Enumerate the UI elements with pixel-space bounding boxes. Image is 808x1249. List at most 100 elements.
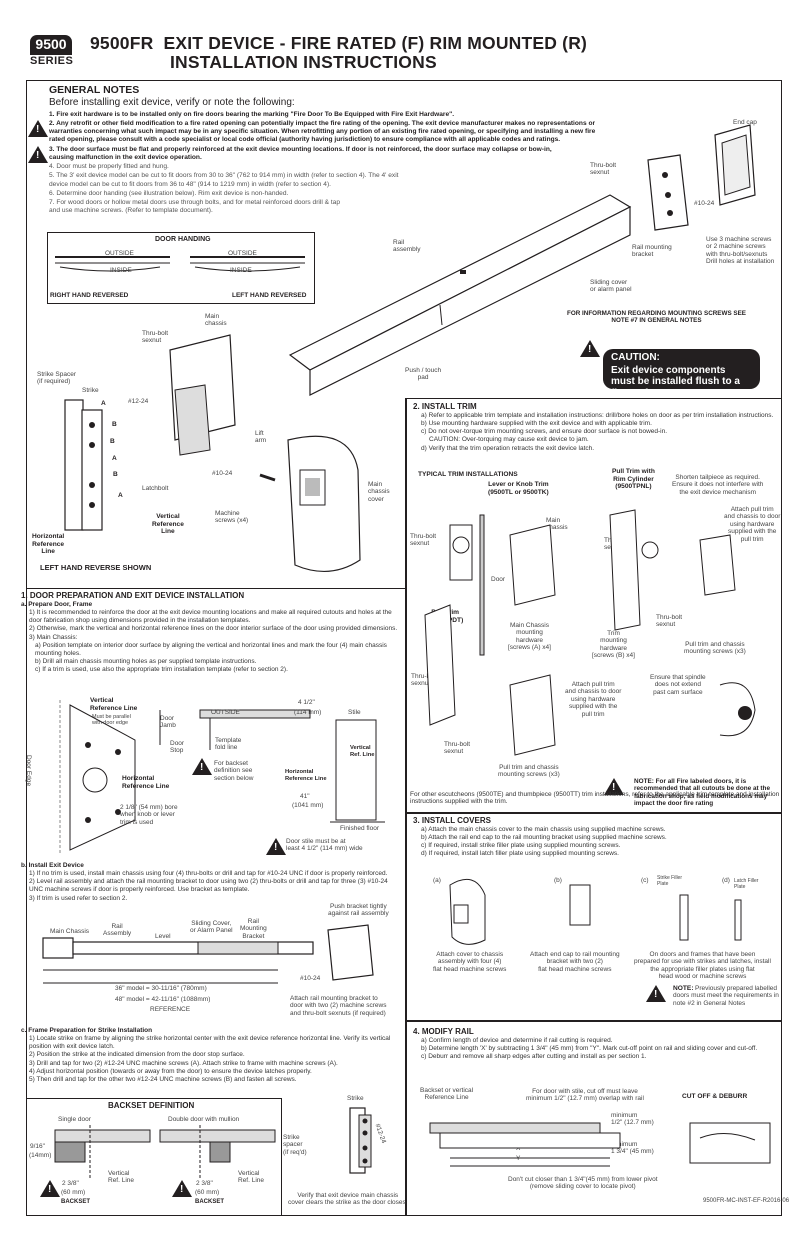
s1-vertical-ref-line: Vertical Ref. Line: [350, 745, 375, 758]
dh-outside-left: OUTSIDE: [105, 250, 134, 257]
section1: 1. DOOR PREPARATION AND EXIT DEVICE INST…: [21, 591, 403, 674]
template-drawing: [59, 700, 385, 855]
s3-latch-filler: Latch Filler Plate: [734, 878, 759, 890]
section1-c: c. Frame Preparation for Strike Installa…: [21, 1027, 406, 1084]
section1-c-4: 4) Adjust horizontal position (towards o…: [29, 1067, 312, 1075]
s3-cap-a: Attach cover to chassis assembly with fo…: [433, 951, 507, 973]
section3-a: a) Attach the main chassis cover to the …: [421, 826, 666, 833]
backset-title: BACKSET DEFINITION: [108, 1101, 195, 1110]
backset-dim-2-3-8-b: 2 3/8": [196, 1180, 213, 1187]
label-use-3-screws: Use 3 machine screws or 2 machine screws…: [706, 236, 775, 266]
section1-title: 1. DOOR PREPARATION AND EXIT DEVICE INST…: [21, 591, 245, 600]
label-sliding-cover: Sliding cover or alarm panel: [590, 279, 632, 294]
s4-backset-ref: Backset or vertical Reference Line: [420, 1087, 474, 1102]
s2-thru-bolt-sexnut-c: Thru-bolt sexnut: [656, 614, 683, 629]
warning-triangle-icon: !: [604, 778, 624, 795]
section1-a-3a: a) Position template on interior door su…: [35, 641, 387, 657]
exit-device-rail-drawing: [288, 194, 632, 396]
s1-door-jamb: Door Jamb: [160, 715, 176, 730]
warning-triangle-icon: !: [40, 1180, 60, 1197]
s3-fig-d: (d): [722, 877, 730, 884]
backset-single-door: Single door: [58, 1116, 91, 1123]
s1-screw-10-24: #10-24: [300, 975, 321, 982]
label-left-hand-reverse: LEFT HAND REVERSE SHOWN: [40, 563, 152, 572]
section2-d: d) Verify that the trim operation retrac…: [421, 444, 595, 452]
section2-b: b) Use mounting hardware supplied with t…: [421, 420, 652, 428]
backset-dim-60mm-b: (60 mm): [195, 1189, 220, 1196]
s1-finished-floor: Finished floor: [340, 825, 380, 832]
s1-rail-mounting-bracket: Rail Mounting Bracket: [240, 918, 267, 940]
backset-dim-2-3-8-a: 2 3/8": [62, 1180, 79, 1187]
section4: 4. MODIFY RAIL a) Confirm length of devi…: [413, 1027, 775, 1061]
s3-strike-filler: Strike Filler Plate: [657, 875, 683, 887]
section1-a-title: a. Prepare Door, Frame: [21, 601, 93, 608]
general-notes-title: GENERAL NOTES: [49, 84, 140, 96]
s4-minimum2: minimum 1 3/4" (45 mm): [611, 1141, 654, 1156]
section4-box: [406, 1021, 782, 1216]
note-2: 2. Any retrofit or other field modificat…: [49, 119, 596, 144]
s1-dim-48: 48" model = 42-11/16" (1088mm): [115, 996, 211, 1003]
label-mounting-screws-note: FOR INFORMATION REGARDING MOUNTING SCREW…: [567, 310, 746, 325]
s2-thru-bolt-sexnut-d: Thru-bolt sexnut: [411, 673, 438, 688]
s3-cap-cd: On doors and frames that have been prepa…: [634, 951, 771, 981]
backset-double-door: Double door with mullion: [168, 1116, 240, 1123]
letter-b1: B: [112, 421, 117, 428]
s1-stile-note: Door stile must be at least 4 1/2" (114 …: [286, 838, 363, 853]
s1-dim-4-1-2: 4 1/2": [298, 699, 315, 706]
section1-divider: [26, 588, 406, 589]
s2-attach-pull-trim-2: Attach pull trim and chassis to door usi…: [565, 681, 622, 718]
s1-for-backset: For backset definition see section below: [214, 760, 254, 782]
s2-lever-knob: Lever or Knob Trim (9500TL or 9500TK): [488, 481, 549, 496]
section1-a-3c: c) If a trim is used, use also the appro…: [35, 666, 288, 673]
s1-door-edge: Door Edge: [25, 755, 32, 787]
section4-c: c) Deburr and remove all sharp edges aft…: [421, 1053, 647, 1061]
label-thru-bolt-sexnut-2: Thru-bolt sexnut: [142, 330, 169, 345]
s3-fig-a: (a): [433, 877, 441, 884]
s2-trim-mounting-hw: Trim mounting hardware [screws (B) x4]: [592, 630, 635, 660]
s1-door-stop: Door Stop: [170, 740, 185, 755]
label-12-24: #12-24: [128, 398, 149, 405]
section1-b: b. Install Exit Device 1) If no trim is …: [21, 862, 391, 903]
s1-horizontal-reference-line: Horizontal Reference Line: [122, 775, 170, 790]
section4-title: 4. MODIFY RAIL: [413, 1027, 474, 1036]
s1-dim-36: 36" model = 30-11/16" (780mm): [115, 985, 207, 992]
label-main-chassis: Main chassis: [205, 313, 227, 328]
section1-c-1: 1) Locate strike on frame by aligning th…: [29, 1035, 391, 1051]
backset-dim-14mm: (14mm): [29, 1152, 52, 1159]
section1-c-3: 3) Drill and tap for two (2) #12-24 UNC …: [29, 1059, 338, 1067]
backset-dim-60mm-a: (60 mm): [61, 1189, 86, 1196]
section3-c: c) If required, install strike filler pl…: [421, 842, 621, 850]
letter-a3: A: [118, 492, 123, 499]
warning-triangle-icon: !: [266, 838, 286, 855]
backset-drawing: [54, 1125, 276, 1180]
warning-triangle-icon: !: [28, 146, 48, 163]
s1-outside: OUTSIDE: [211, 709, 240, 716]
section1-a-3: 3) Main Chassis:: [29, 633, 78, 641]
title-line1: EXIT DEVICE - FIRE RATED (F) RIM MOUNTED…: [163, 33, 588, 53]
s1-template-fold-line: Template fold line: [215, 737, 242, 752]
s2-pull-trim-screws-2: Pull trim and chassis mounting screws (x…: [498, 764, 560, 779]
label-end-cap: End cap: [733, 119, 757, 126]
section1-b-2: 2) Level rail assembly and attach the ra…: [29, 878, 388, 894]
section3-b: b) Attach the rail end cap to the rail m…: [421, 834, 667, 842]
section1-a-2: 2) Otherwise, mark the vertical and hori…: [29, 625, 398, 633]
warning-triangle-icon: !: [646, 985, 666, 1002]
s2-main-chassis-hw: Main Chassis mounting hardware [screws (…: [508, 622, 551, 652]
s1-sliding-cover: Sliding Cover, or Alarm Panel: [190, 920, 233, 935]
s1-must-be-parallel: Must be parallel with door edge: [92, 714, 131, 727]
letter-a1: A: [101, 400, 106, 407]
series-label: SERIES: [30, 54, 74, 67]
label-horizontal-reference-line: Horizontal Reference Line: [32, 533, 65, 556]
letter-a2: A: [112, 455, 117, 462]
s3-cap-b: Attach end cap to rail mounting bracket …: [530, 951, 620, 973]
label-rail-mounting-bracket: Rail mounting bracket: [632, 244, 672, 259]
label-latchbolt: Latchbolt: [142, 485, 169, 492]
section3-title: 3. INSTALL COVERS: [413, 816, 491, 825]
section1-c-5: 5) Then drill and tap for the other two …: [29, 1075, 297, 1083]
label-main-chassis-cover: Main chassis cover: [368, 481, 390, 503]
trim-drawings: [424, 509, 756, 756]
note-1: 1. Fire exit hardware is to be installed…: [49, 110, 455, 118]
series-badge: 9500 SERIES: [30, 35, 74, 68]
caution-body: Exit device components must be installed…: [611, 364, 740, 399]
general-notes: GENERAL NOTES Before installing exit dev…: [49, 84, 609, 216]
